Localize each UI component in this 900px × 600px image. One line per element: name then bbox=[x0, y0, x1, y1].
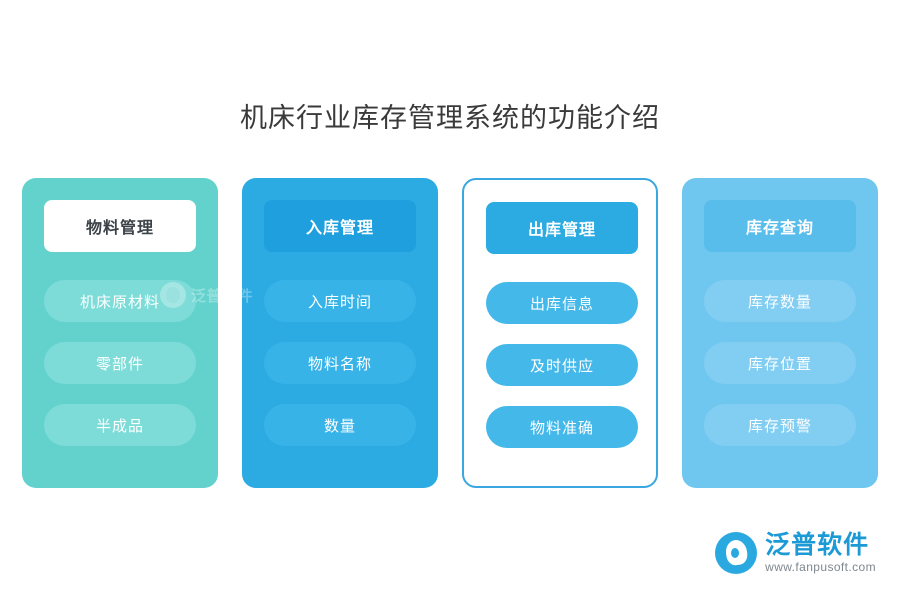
list-item[interactable]: 库存位置 bbox=[704, 342, 856, 384]
column-items: 机床原材料 零部件 半成品 bbox=[44, 280, 196, 466]
column-material-management[interactable]: 物料管理 机床原材料 零部件 半成品 bbox=[22, 178, 218, 488]
brand-url: www.fanpusoft.com bbox=[765, 560, 876, 575]
column-items: 入库时间 物料名称 数量 bbox=[264, 280, 416, 466]
page-title: 机床行业库存管理系统的功能介绍 bbox=[240, 103, 660, 133]
column-header[interactable]: 物料管理 bbox=[44, 200, 196, 252]
brand-logo: 泛普软件 www.fanpusoft.com bbox=[715, 532, 876, 574]
column-items: 库存数量 库存位置 库存预警 bbox=[704, 280, 856, 466]
list-item[interactable]: 库存预警 bbox=[704, 404, 856, 446]
list-item[interactable]: 机床原材料 bbox=[44, 280, 196, 322]
list-item[interactable]: 及时供应 bbox=[486, 344, 638, 386]
list-item[interactable]: 零部件 bbox=[44, 342, 196, 384]
list-item[interactable]: 物料名称 bbox=[264, 342, 416, 384]
list-item[interactable]: 入库时间 bbox=[264, 280, 416, 322]
column-header[interactable]: 入库管理 bbox=[264, 200, 416, 252]
brand-name: 泛普软件 bbox=[765, 531, 870, 560]
column-items: 出库信息 及时供应 物料准确 bbox=[486, 282, 638, 468]
list-item[interactable]: 数量 bbox=[264, 404, 416, 446]
list-item[interactable]: 半成品 bbox=[44, 404, 196, 446]
column-inventory-query[interactable]: 库存查询 库存数量 库存位置 库存预警 bbox=[682, 178, 878, 488]
column-header[interactable]: 出库管理 bbox=[486, 202, 638, 254]
brand-texts: 泛普软件 www.fanpusoft.com bbox=[765, 532, 876, 574]
column-header[interactable]: 库存查询 bbox=[704, 200, 856, 252]
column-group: 物料管理 机床原材料 零部件 半成品 入库管理 入库时间 物料名称 数量 出库管… bbox=[22, 178, 878, 488]
list-item[interactable]: 出库信息 bbox=[486, 282, 638, 324]
flame-icon bbox=[715, 532, 758, 574]
list-item[interactable]: 库存数量 bbox=[704, 280, 856, 322]
column-outbound-management[interactable]: 出库管理 出库信息 及时供应 物料准确 bbox=[462, 178, 658, 488]
column-inbound-management[interactable]: 入库管理 入库时间 物料名称 数量 bbox=[242, 178, 438, 488]
list-item[interactable]: 物料准确 bbox=[486, 406, 638, 448]
